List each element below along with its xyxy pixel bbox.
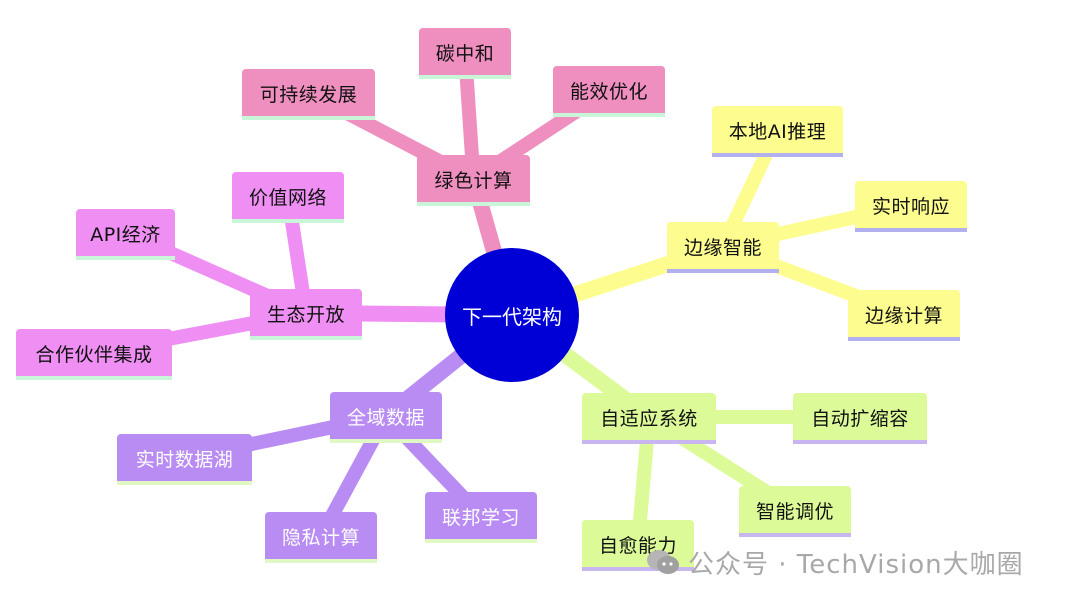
node-label: 实时数据湖 <box>135 448 234 471</box>
branch-node-adaptive[interactable]: 自适应系统 <box>582 393 716 444</box>
branch-node-green[interactable]: 绿色计算 <box>417 155 530 206</box>
node-underline <box>16 376 172 380</box>
leaf-node-adaptive[interactable]: 自动扩缩容 <box>793 393 927 444</box>
leaf-node-edge[interactable]: 实时响应 <box>855 181 967 232</box>
leaf-node-green[interactable]: 可持续发展 <box>242 69 375 120</box>
node-label: 碳中和 <box>435 42 495 65</box>
leaf-node-data[interactable]: 联邦学习 <box>425 492 537 543</box>
node-underline <box>419 75 511 79</box>
leaf-node-green[interactable]: 能效优化 <box>553 66 665 117</box>
node-label: 生态开放 <box>266 303 345 326</box>
node-label: 自动扩缩容 <box>811 407 909 430</box>
node-label: 隐私计算 <box>281 526 360 549</box>
node-label: 联邦学习 <box>441 506 520 529</box>
branch-node-edge[interactable]: 边缘智能 <box>667 222 779 273</box>
branch-node-ecosystem[interactable]: 生态开放 <box>250 289 362 340</box>
node-label: 价值网络 <box>248 186 327 209</box>
watermark: 公众号 · TechVision大咖圈 <box>646 544 1024 580</box>
leaf-node-edge[interactable]: 边缘计算 <box>848 290 960 341</box>
node-underline <box>712 153 843 157</box>
leaf-node-green[interactable]: 碳中和 <box>419 28 511 79</box>
node-label: 自适应系统 <box>600 407 698 430</box>
node-underline <box>265 559 377 563</box>
node-label: 合作伙伴集成 <box>35 343 153 366</box>
node-underline <box>250 336 362 340</box>
leaf-node-ecosystem[interactable]: API经济 <box>76 209 175 260</box>
leaf-node-ecosystem[interactable]: 合作伙伴集成 <box>16 329 172 380</box>
node-label: 全域数据 <box>346 406 425 429</box>
wechat-icon <box>646 548 680 576</box>
leaf-node-edge[interactable]: 本地AI推理 <box>712 106 843 157</box>
branch-node-data[interactable]: 全域数据 <box>330 392 442 443</box>
node-label: 可持续发展 <box>259 83 358 106</box>
node-label: 能效优化 <box>569 80 648 103</box>
node-underline <box>330 439 442 443</box>
leaf-node-ecosystem[interactable]: 价值网络 <box>232 172 344 223</box>
node-label: 绿色计算 <box>434 169 513 192</box>
node-label: API经济 <box>90 223 161 246</box>
node-underline <box>242 116 375 120</box>
node-label: 边缘计算 <box>864 304 943 327</box>
node-underline <box>793 440 927 444</box>
node-underline <box>739 533 851 537</box>
node-underline <box>667 269 779 273</box>
leaf-node-data[interactable]: 实时数据湖 <box>117 434 252 485</box>
node-underline <box>855 228 967 232</box>
node-label: 实时响应 <box>871 195 950 218</box>
central-topic-label: 下一代架构 <box>462 304 562 329</box>
node-label: 边缘智能 <box>683 236 762 259</box>
node-label: 智能调优 <box>755 500 834 523</box>
node-underline <box>425 539 537 543</box>
node-underline <box>76 256 175 260</box>
node-underline <box>232 219 344 223</box>
leaf-node-data[interactable]: 隐私计算 <box>265 512 377 563</box>
central-topic-node[interactable]: 下一代架构 <box>445 248 579 382</box>
node-underline <box>582 567 694 571</box>
watermark-text: 公众号 · TechVision大咖圈 <box>688 549 1024 580</box>
node-underline <box>417 202 530 206</box>
node-underline <box>582 440 716 444</box>
leaf-node-adaptive[interactable]: 智能调优 <box>739 486 851 537</box>
node-label: 本地AI推理 <box>728 120 827 143</box>
node-underline <box>848 337 960 341</box>
node-underline <box>553 113 665 117</box>
node-underline <box>117 481 252 485</box>
